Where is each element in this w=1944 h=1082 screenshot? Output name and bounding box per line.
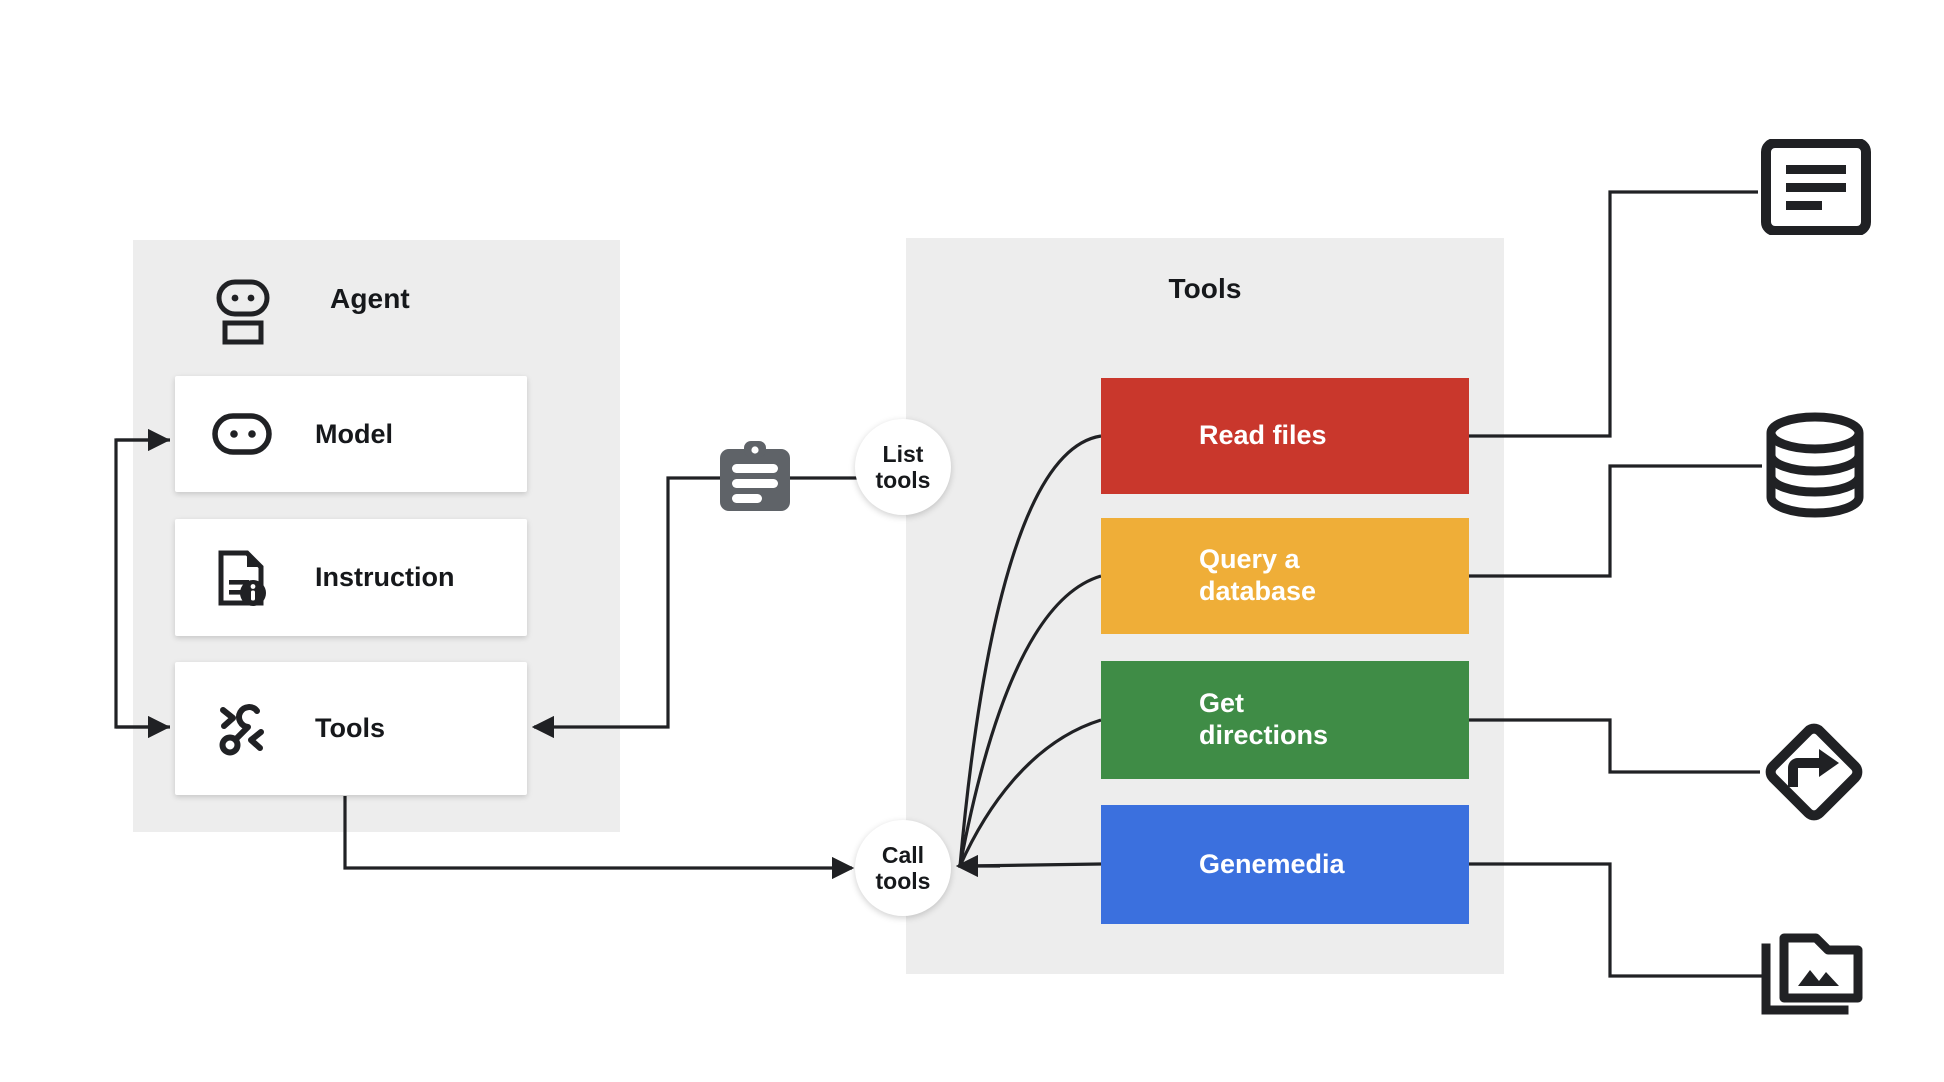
- tool-chip-query-database[interactable]: Query a database: [1101, 518, 1469, 634]
- hub-call-tools[interactable]: Call tools: [855, 820, 951, 916]
- robot-icon: [212, 278, 274, 346]
- tool-chip-label: Genemedia: [1199, 848, 1345, 879]
- database-icon: [1765, 412, 1865, 518]
- tool-chip-genemedia[interactable]: Genemedia: [1101, 805, 1469, 924]
- agent-panel-title: Agent: [330, 283, 410, 314]
- media-folder-icon: [1760, 928, 1870, 1024]
- agent-card-instruction[interactable]: Instruction: [175, 519, 527, 636]
- tool-chip-label: Get directions: [1199, 688, 1329, 750]
- agent-card-label: Tools: [315, 713, 385, 743]
- hub-list-tools[interactable]: List tools: [855, 419, 951, 515]
- agent-card-label: Instruction: [315, 562, 455, 592]
- tool-chip-get-directions[interactable]: Get directions: [1101, 661, 1469, 779]
- tools-panel-title: Tools: [1168, 273, 1242, 304]
- document-icon: [1761, 138, 1871, 236]
- tool-chip-label: Read files: [1199, 420, 1327, 451]
- document-info-icon: [211, 547, 273, 609]
- robot-face-icon: [211, 403, 273, 465]
- road-sign-turn-icon: [1755, 713, 1873, 831]
- agent-card-tools[interactable]: Tools: [175, 662, 527, 795]
- agent-card-label: Model: [315, 418, 393, 449]
- tool-chip-label: Query a database: [1199, 544, 1317, 606]
- tool-chip-read-files[interactable]: Read files: [1101, 378, 1469, 494]
- tools-wrench-icon: [211, 698, 273, 760]
- agent-card-model[interactable]: Model: [175, 376, 527, 492]
- clipboard-list-icon: [718, 441, 792, 515]
